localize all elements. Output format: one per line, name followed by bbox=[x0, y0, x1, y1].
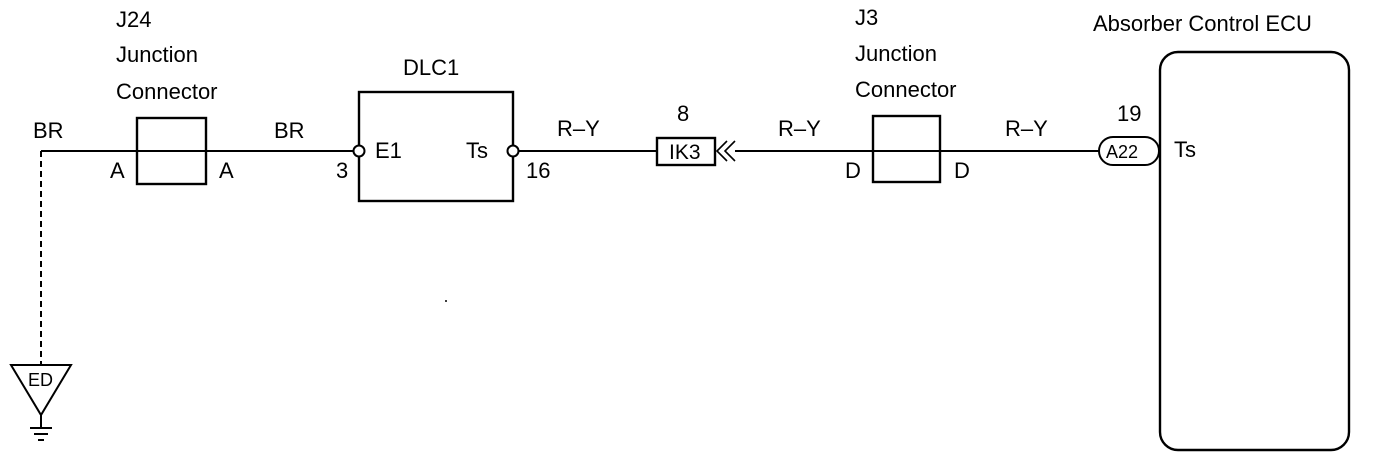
j3-junction-connector: J3 Junction Connector D D bbox=[845, 5, 970, 184]
dlc1-pin-e1-number: 3 bbox=[336, 158, 348, 183]
ecu-name: Absorber Control ECU bbox=[1093, 11, 1312, 36]
dlc1-pin-ts-label: Ts bbox=[466, 138, 488, 163]
absorber-control-ecu: Absorber Control ECU A22 19 Ts bbox=[1093, 11, 1351, 452]
ecu-box bbox=[1158, 50, 1351, 452]
j24-line2: Connector bbox=[116, 79, 218, 104]
wire-label-j3-to-ecu: R–Y bbox=[1005, 116, 1048, 141]
wire-label-ik3-to-j3: R–Y bbox=[778, 116, 821, 141]
ik3-connector: IK3 8 bbox=[655, 101, 736, 167]
j3-pin-right: D bbox=[954, 158, 970, 183]
ground-name: ED bbox=[28, 370, 53, 390]
j3-line2: Connector bbox=[855, 77, 957, 102]
wire-label-j24-to-dlc1: BR bbox=[274, 118, 305, 143]
dlc1-pin-e1-terminal bbox=[352, 144, 366, 158]
j24-line1: Junction bbox=[116, 42, 198, 67]
dlc1-pin-ts-number: 16 bbox=[526, 158, 550, 183]
j24-pin-left: A bbox=[110, 158, 125, 183]
ik3-pin-number: 8 bbox=[677, 101, 689, 126]
j24-pin-right: A bbox=[219, 158, 234, 183]
wire-label-dlc1-to-ik3: R–Y bbox=[557, 116, 600, 141]
ik3-name: IK3 bbox=[669, 141, 701, 164]
dlc1-pin-ts-terminal bbox=[506, 144, 520, 158]
ground-symbol-icon bbox=[9, 364, 73, 441]
connector-arrow-icon bbox=[715, 140, 736, 162]
ecu-connector-label: A22 bbox=[1106, 142, 1138, 162]
stray-dot bbox=[445, 300, 447, 302]
wires bbox=[40, 150, 1099, 365]
ecu-pin-label: Ts bbox=[1174, 137, 1196, 162]
ik3-box bbox=[655, 136, 717, 167]
ecu-connector-shape bbox=[1098, 136, 1160, 166]
j3-box bbox=[871, 114, 942, 184]
j3-name: J3 bbox=[855, 5, 878, 30]
j3-pin-left: D bbox=[845, 158, 861, 183]
ecu-pin-number: 19 bbox=[1117, 101, 1141, 126]
wire-label-ground-to-j24: BR bbox=[33, 118, 64, 143]
j24-box bbox=[135, 116, 208, 186]
dlc1-pin-e1-label: E1 bbox=[375, 138, 402, 163]
dlc1-connector: DLC1 E1 3 Ts 16 bbox=[336, 55, 550, 203]
j24-name: J24 bbox=[116, 7, 151, 32]
dlc1-name: DLC1 bbox=[403, 55, 459, 80]
j24-junction-connector: J24 Junction Connector A A bbox=[110, 7, 234, 186]
j3-line1: Junction bbox=[855, 41, 937, 66]
